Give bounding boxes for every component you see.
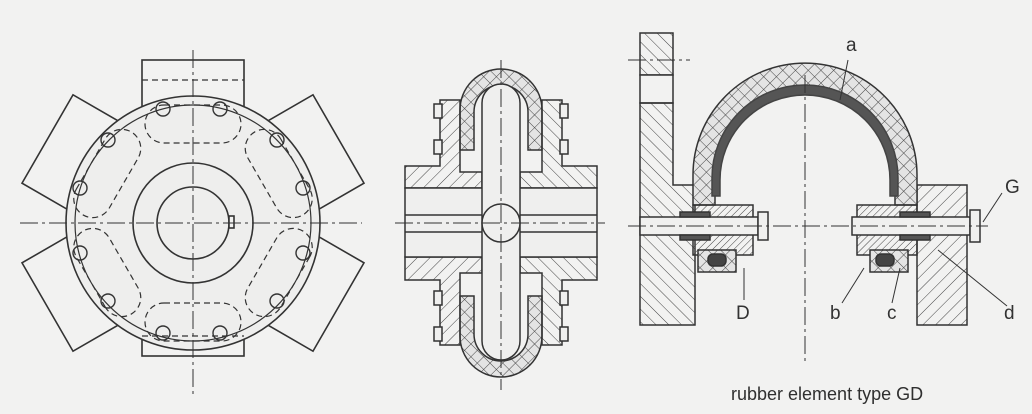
figure-caption: rubber element type GD: [731, 384, 924, 404]
label-D: D: [736, 303, 750, 324]
detail-view: [628, 32, 1008, 362]
label-c: c: [887, 303, 897, 324]
label-b: b: [830, 303, 841, 324]
front-view: [20, 50, 366, 395]
label-a: a: [846, 35, 857, 56]
section-view: [395, 60, 605, 390]
label-d: d: [1004, 303, 1015, 324]
label-G: G: [1005, 177, 1020, 198]
